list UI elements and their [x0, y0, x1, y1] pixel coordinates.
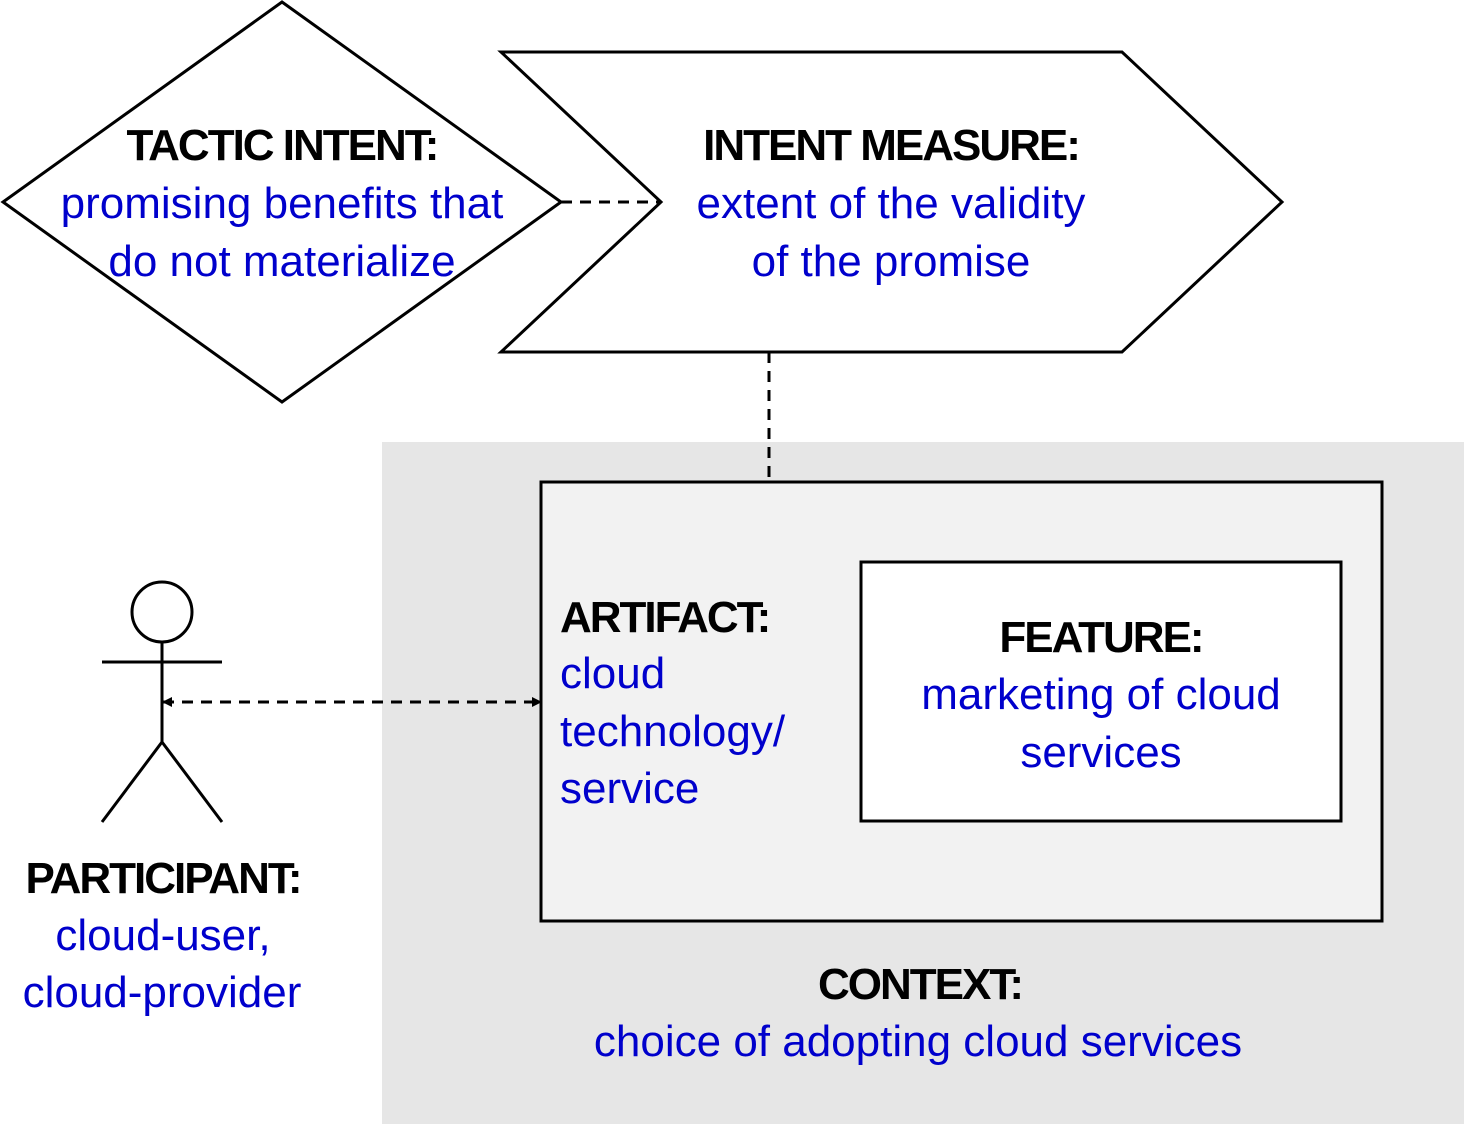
- context-title: CONTEXT:: [818, 960, 1022, 1009]
- tactic-intent-title: TACTIC INTENT:: [127, 121, 438, 170]
- intent-measure-line-2: of the promise: [752, 237, 1031, 286]
- feature-line-1: marketing of cloud: [921, 670, 1281, 719]
- artifact-title: ARTIFACT:: [560, 593, 769, 642]
- artifact-line-2: technology/: [560, 707, 786, 756]
- tactic-intent-line-1: promising benefits that: [61, 179, 504, 228]
- intent-measure-line-1: extent of the validity: [697, 179, 1086, 228]
- participant-line-1: cloud-user,: [55, 911, 270, 960]
- participant-line-2: cloud-provider: [23, 968, 302, 1017]
- artifact-line-3: service: [560, 764, 699, 813]
- tactic-intent-line-2: do not materialize: [108, 237, 455, 286]
- feature-title: FEATURE:: [999, 613, 1202, 662]
- artifact-line-1: cloud: [560, 649, 665, 698]
- feature-box: [859, 560, 1343, 823]
- participant-title: PARTICIPANT:: [25, 854, 300, 903]
- tactic-intent-diamond: [0, 0, 564, 404]
- feature-line-2: services: [1020, 728, 1181, 777]
- intent-measure-title: INTENT MEASURE:: [703, 121, 1079, 170]
- stick-figure-icon: [100, 580, 224, 823]
- context-line-1: choice of adopting cloud services: [594, 1017, 1242, 1066]
